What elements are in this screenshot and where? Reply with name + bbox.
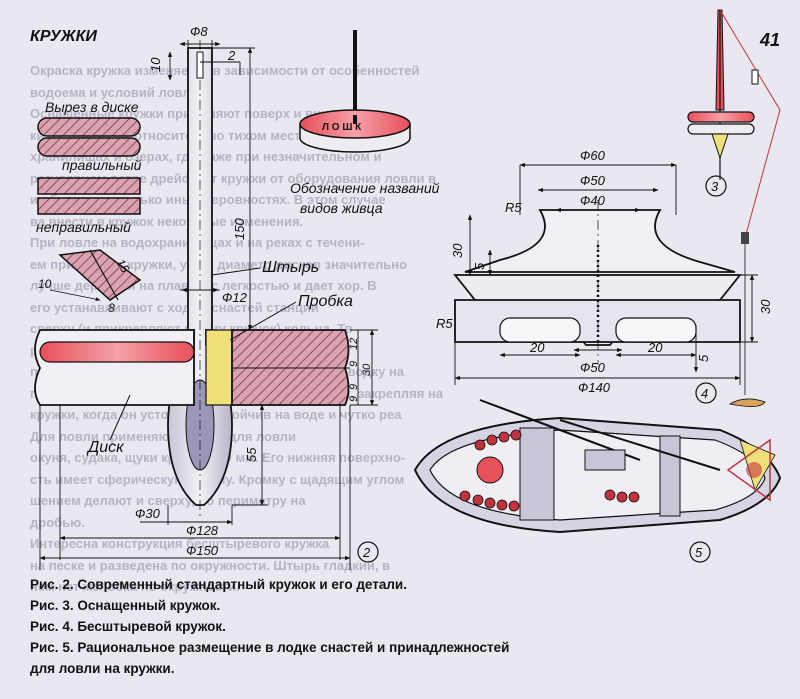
dim-8b: 8 — [108, 301, 115, 315]
page-header-title: КРУЖКИ — [30, 28, 97, 45]
dim4-d60: Ф60 — [580, 148, 606, 163]
dim4-20a: 20 — [529, 340, 545, 355]
dim-15: 15 — [113, 257, 132, 276]
incorrect-disk-bottom — [37, 197, 141, 215]
correct-disk-bottom — [37, 137, 141, 157]
dim-d128: Ф128 — [186, 523, 219, 538]
dim-10b: 10 — [38, 277, 52, 291]
caption-fig3: Рис. 3. Оснащенный кружок. — [30, 598, 221, 613]
designation-label-1: Обозначение названий — [290, 180, 440, 196]
designation-label-2: видов живца — [300, 200, 383, 216]
dim4-r5a: R5 — [505, 200, 522, 215]
svg-text:2: 2 — [362, 545, 371, 560]
notch-examples: Вырез в диске правильный неправильный — [36, 99, 142, 235]
svg-text:4: 4 — [701, 386, 708, 401]
disk-left — [34, 329, 195, 406]
pinless-kruzhok — [453, 200, 742, 365]
dim4-20b: 20 — [647, 340, 663, 355]
incorrect-label: неправильный — [36, 219, 131, 235]
dim-2: 2 — [227, 48, 236, 63]
page-number: 41 — [760, 30, 781, 50]
correct-disk-top — [37, 117, 141, 137]
incorrect-disk-top — [37, 177, 141, 195]
dim-d12: Ф12 — [222, 290, 248, 305]
correct-label: правильный — [62, 157, 142, 173]
fig2-dimensions — [39, 40, 378, 570]
dim-9c: 9 — [348, 396, 360, 402]
equipped-kruzhok: 3 — [687, 9, 781, 407]
dim-55: 55 — [244, 447, 259, 462]
dim4-d50: Ф50 — [580, 173, 606, 188]
dim-9a: 9 — [348, 361, 360, 367]
caption-fig2: Рис. 2. Современный стандартный кружок и… — [30, 577, 407, 592]
dim-d150: Ф150 — [186, 543, 219, 558]
caption-fig5-cont: для ловли на кружки. — [30, 661, 175, 676]
dim4-d40: Ф40 — [580, 193, 606, 208]
plug-label: Пробка — [298, 293, 353, 310]
dim-d8: Ф8 — [190, 24, 208, 39]
dim-12: 12 — [348, 338, 360, 350]
pinless-cap — [464, 209, 736, 273]
dim4-r5b: R5 — [436, 316, 453, 331]
plug — [205, 329, 233, 406]
notch-detail: 15 10 8 — [38, 249, 142, 315]
fig2-number: 2 — [357, 541, 379, 563]
disk-label: Диск — [86, 439, 125, 456]
fig4-dimension-labels: Ф60 Ф50 Ф40 R5 30 5 30 R5 20 Ф50 20 5 Ф1… — [436, 148, 773, 395]
dim-30-disk: 30 — [361, 363, 373, 376]
notch-label: Вырез в диске — [45, 99, 139, 115]
figure-captions: Рис. 2. Современный стандартный кружок и… — [30, 574, 730, 679]
fig2-dimension-labels: Ф8 2 10 150 Ф12 12 9 30 9 9 55 Ф30 Ф128 … — [135, 24, 373, 558]
caption-fig4: Рис. 4. Бесштыревой кружок. — [30, 619, 226, 634]
dim4-30-cap: 30 — [450, 243, 465, 258]
dim-150-height: 150 — [232, 218, 247, 240]
svg-text:5: 5 — [695, 545, 703, 560]
caption-fig5: Рис. 5. Рациональное размещение в лодке … — [30, 640, 510, 655]
fig4-number: 4 — [695, 382, 717, 404]
fig3-number: 3 — [711, 179, 719, 194]
boat — [413, 399, 782, 534]
kruzhok-cross-section: Диск Штырь Пробка — [34, 40, 353, 520]
dim-9b: 9 — [348, 384, 360, 390]
dim-10: 10 — [148, 57, 163, 72]
svg-text:Л О Ш К: Л О Ш К — [322, 122, 362, 133]
designation-disk: Л О Ш К Обозначение названий видов живца — [290, 30, 440, 216]
fig5-number: 5 — [689, 541, 711, 563]
dim-d30: Ф30 — [135, 506, 161, 521]
dim4-5b: 5 — [696, 354, 711, 362]
fig4-dimensions — [454, 162, 758, 385]
dim4-30-right: 30 — [758, 299, 773, 314]
pin-label: Штырь — [262, 259, 319, 276]
dim4-5: 5 — [472, 262, 487, 270]
dim4-d50b: Ф50 — [580, 360, 606, 375]
dim4-d140: Ф140 — [578, 380, 611, 395]
disk-red-band — [39, 341, 195, 363]
